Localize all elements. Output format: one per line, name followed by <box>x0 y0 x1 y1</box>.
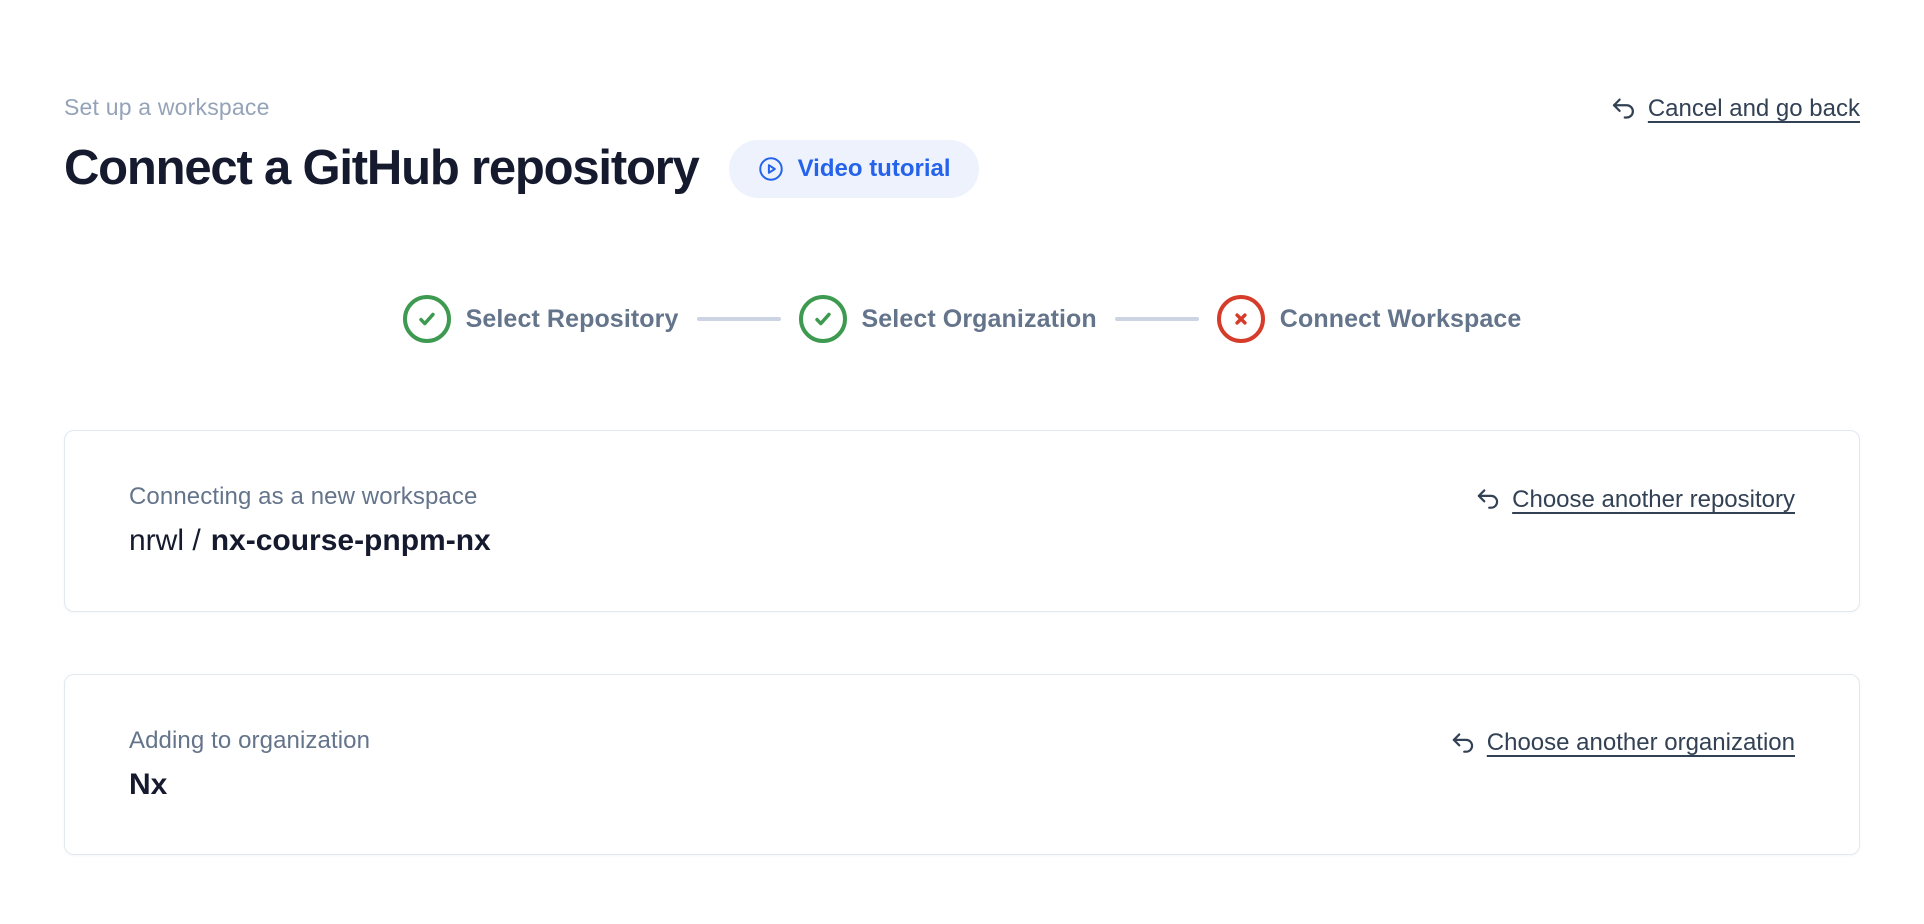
title-row: Connect a GitHub repository Video tutori… <box>64 140 1860 198</box>
choose-another-repository-link[interactable]: Choose another repository <box>1474 485 1795 514</box>
organization-card-info: Adding to organization Nx <box>129 727 370 803</box>
page-title: Connect a GitHub repository <box>64 141 700 196</box>
repository-card-label: Connecting as a new workspace <box>129 483 478 510</box>
step-select-organization: Select Organization <box>798 295 1097 343</box>
repository-card-info: Connecting as a new workspace nrwl / nx-… <box>129 483 491 559</box>
choose-another-organization-link[interactable]: Choose another organization <box>1449 729 1795 758</box>
organization-card: Adding to organization Nx Choose another… <box>64 673 1860 855</box>
step-done-check-icon <box>798 295 847 343</box>
undo-arrow-icon <box>1449 729 1478 758</box>
step-connector <box>1114 317 1199 321</box>
video-tutorial-button[interactable]: Video tutorial <box>728 140 979 198</box>
step-label: Connect Workspace <box>1279 304 1522 333</box>
setup-stepper: Select Repository Select Organization Co… <box>64 295 1860 343</box>
choose-another-organization-label: Choose another organization <box>1486 729 1795 756</box>
eyebrow-label: Set up a workspace <box>64 94 270 120</box>
step-label: Select Organization <box>861 304 1097 333</box>
step-connect-workspace: Connect Workspace <box>1216 295 1522 343</box>
organization-name: Nx <box>129 767 168 801</box>
repository-card: Connecting as a new workspace nrwl / nx-… <box>64 430 1860 612</box>
step-select-repository: Select Repository <box>402 295 679 343</box>
play-icon <box>757 155 785 183</box>
header-top-row: Set up a workspace Cancel and go back <box>64 0 1860 124</box>
organization-name-value: Nx <box>129 768 167 803</box>
repository-name: nx-course-pnpm-nx <box>210 524 491 557</box>
organization-card-label: Adding to organization <box>129 726 371 754</box>
undo-arrow-icon <box>1609 94 1639 124</box>
video-tutorial-label: Video tutorial <box>797 155 951 182</box>
undo-arrow-icon <box>1474 485 1503 514</box>
step-label: Select Repository <box>465 304 679 333</box>
repository-full-name: nrwl / nx-course-pnpm-nx <box>129 524 491 559</box>
choose-another-repository-label: Choose another repository <box>1512 485 1795 513</box>
step-error-x-icon <box>1216 295 1265 343</box>
cancel-and-go-back-label: Cancel and go back <box>1647 95 1860 122</box>
cancel-and-go-back-link[interactable]: Cancel and go back <box>1609 94 1860 124</box>
step-connector <box>696 317 781 321</box>
repository-owner: nrwl / <box>129 524 201 557</box>
step-done-check-icon <box>402 295 451 343</box>
